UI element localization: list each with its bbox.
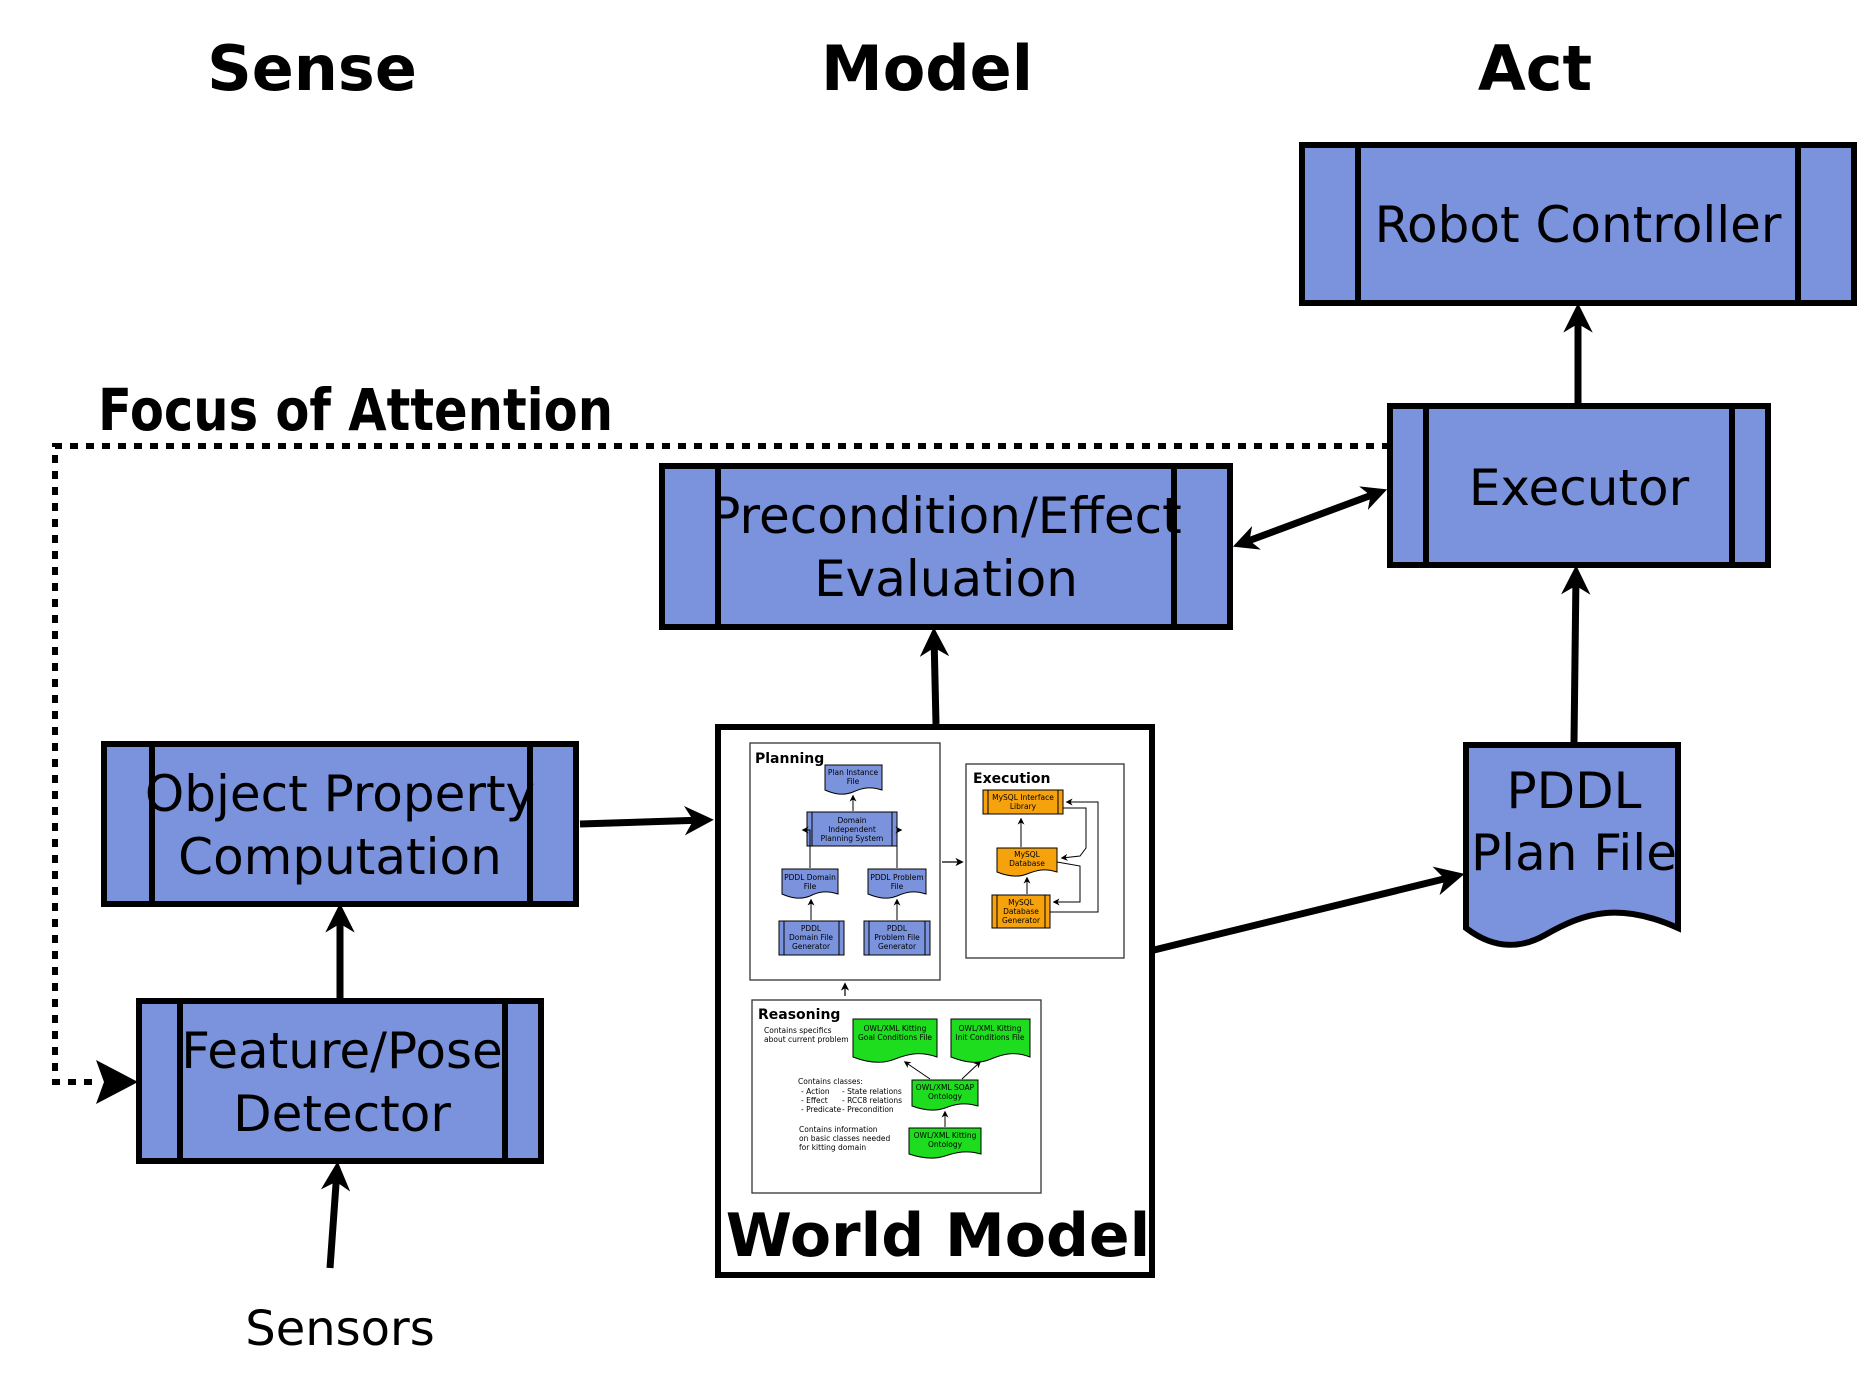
problem-generator-line2: Problem File	[874, 933, 920, 942]
soap-ontology-line1: OWL/XML SOAP	[916, 1083, 975, 1092]
goal-file-line2: Goal Conditions File	[858, 1033, 932, 1042]
reasoning-note-specifics-1: Contains specifics	[764, 1026, 832, 1035]
reasoning-classes-title: Contains classes:	[798, 1077, 863, 1086]
robot-controller-box: Robot Controller	[1299, 142, 1857, 306]
planning-title: Planning	[755, 751, 824, 767]
reasoning-title: Reasoning	[758, 1007, 840, 1023]
focus-arrowhead	[96, 1060, 138, 1104]
feature-pose-label-line1: Feature/Pose	[181, 1022, 503, 1080]
kitting-ontology-line2: Ontology	[928, 1140, 963, 1149]
domain-generator-line1: PDDL	[801, 924, 822, 933]
problem-generator-line3: Generator	[878, 942, 917, 951]
executor-box: Executor	[1387, 403, 1771, 568]
domain-independent-line2: Independent	[828, 825, 876, 834]
arrow-object-to-world-model	[579, 805, 714, 836]
reasoning-class-left-2: - Effect	[801, 1096, 828, 1105]
mysql-generator-line1: MySQL	[1008, 898, 1035, 907]
init-file-line1: OWL/XML Kitting	[959, 1024, 1022, 1033]
domain-independent-line1: Domain	[837, 816, 866, 825]
reasoning-class-right-1: - State relations	[842, 1087, 902, 1096]
mysql-interface-line2: Library	[1010, 802, 1037, 811]
plan-instance-line1: Plan Instance	[828, 768, 879, 777]
kitting-ontology-line1: OWL/XML Kitting	[914, 1131, 977, 1140]
planning-panel: Planning Plan Instance File Domain Indep…	[749, 742, 941, 981]
arrow-executor-precondition-bidirectional	[1232, 486, 1388, 550]
reasoning-note-specifics-2: about current problem	[764, 1035, 849, 1044]
feature-pose-label-line2: Detector	[233, 1085, 451, 1143]
object-property-label-line2: Computation	[178, 828, 502, 886]
arrow-world-model-to-pddl	[1153, 866, 1465, 954]
header-act: Act	[1478, 32, 1592, 105]
reasoning-panel: Reasoning Contains specifics about curre…	[751, 999, 1042, 1194]
mysql-generator-line3: Generator	[1002, 916, 1041, 925]
execution-title: Execution	[973, 771, 1050, 787]
reasoning-note-info-3: for kitting domain	[799, 1143, 866, 1152]
reasoning-class-left-1: - Action	[801, 1087, 830, 1096]
world-model-label: World Model	[726, 1201, 1150, 1271]
feature-pose-box: Feature/Pose Detector	[136, 998, 544, 1164]
pddl-problem-file-line1: PDDL Problem	[870, 873, 923, 882]
mysql-generator-line2: Database	[1003, 907, 1039, 916]
arrow-sensors-to-feature	[320, 1161, 351, 1269]
reasoning-class-right-2: - RCC8 relations	[842, 1096, 902, 1105]
arrow-pddl-to-executor	[1561, 565, 1591, 743]
pddl-domain-file-line1: PDDL Domain	[784, 873, 836, 882]
mysql-database-line2: Database	[1009, 859, 1045, 868]
pddl-problem-file-line2: File	[891, 882, 904, 891]
plan-instance-line2: File	[847, 777, 860, 786]
precondition-label-line2: Evaluation	[814, 550, 1078, 608]
arrow-world-model-to-precondition	[919, 627, 950, 725]
reasoning-class-left-3: - Predicate	[801, 1105, 842, 1114]
domain-generator-line2: Domain File	[789, 933, 833, 942]
executor-label: Executor	[1469, 459, 1690, 517]
reasoning-note-info-1: Contains information	[799, 1125, 878, 1134]
robot-controller-label: Robot Controller	[1375, 196, 1782, 254]
precondition-effect-box: Precondition/Effect Evaluation	[659, 463, 1233, 630]
execution-panel: Execution MySQL Interface Library MySQL …	[965, 763, 1125, 959]
mysql-database-line1: MySQL	[1014, 850, 1041, 859]
problem-generator-line1: PDDL	[887, 924, 908, 933]
init-file-line2: Init Conditions File	[955, 1033, 1024, 1042]
domain-generator-line3: Generator	[792, 942, 831, 951]
header-model: Model	[821, 32, 1033, 105]
reasoning-class-right-3: - Precondition	[842, 1105, 894, 1114]
mysql-interface-line1: MySQL Interface	[992, 793, 1054, 802]
focus-of-attention-path	[52, 443, 1390, 1085]
object-property-label-line1: Object Property	[145, 765, 535, 823]
world-model-box: World Model Planning Plan Instance File …	[715, 724, 1155, 1278]
pddl-label-line1: PDDL	[1506, 762, 1641, 820]
pddl-domain-file-line2: File	[804, 882, 817, 891]
soap-ontology-line2: Ontology	[928, 1092, 963, 1101]
object-property-box: Object Property Computation	[101, 741, 579, 907]
focus-of-attention-label: Focus of Attention	[98, 376, 613, 444]
reasoning-note-info-2: on basic classes needed	[799, 1134, 890, 1143]
domain-independent-line3: Planning System	[821, 834, 884, 843]
sensors-label: Sensors	[245, 1301, 435, 1357]
goal-file-line1: OWL/XML Kitting	[864, 1024, 927, 1033]
pddl-label-line2: Plan File	[1471, 824, 1677, 882]
header-sense: Sense	[207, 32, 417, 105]
precondition-label-line1: Precondition/Effect	[710, 487, 1181, 545]
pddl-plan-file-doc: PDDL Plan File	[1463, 742, 1681, 948]
